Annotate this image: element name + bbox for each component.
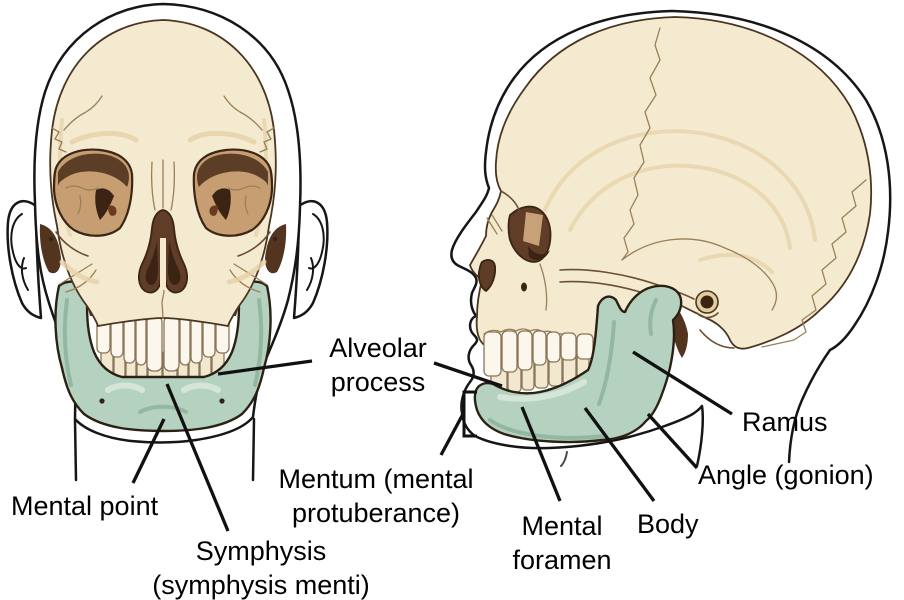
supraorbital-margin-line <box>500 190 520 211</box>
coronal-suture <box>621 27 661 261</box>
left-temporal-shadow <box>39 224 61 274</box>
right-brow-shade <box>187 130 257 145</box>
left-orbit <box>52 148 134 237</box>
infraorbital-foramen-dot <box>521 282 527 292</box>
leader-lines <box>131 350 733 532</box>
right-ear-inner-line <box>306 213 325 291</box>
mental-foramen-right-dot <box>219 398 225 404</box>
right-ramus-shade <box>253 298 264 387</box>
leader-mental-point <box>131 418 166 484</box>
leader-mental-foramen <box>520 406 562 502</box>
leader-alveolar-right <box>433 361 503 388</box>
right-cheek-shade <box>226 259 267 285</box>
nasal-bone-sutures <box>150 159 176 211</box>
label-ramus: Ramus <box>742 407 828 437</box>
chin-highlight-right <box>181 382 221 393</box>
right-temporal-shadow <box>265 224 287 274</box>
label-mental-foramen: Mental foramen <box>512 511 612 575</box>
lambdoid-suture <box>761 179 867 348</box>
cranium-front <box>49 19 277 327</box>
leader-ramus <box>632 350 733 416</box>
label-alveolar-process: Alveolar process <box>329 333 427 397</box>
zygomatic-arch-upper-line <box>559 268 695 300</box>
right-zygomatic-arch-line <box>237 231 271 257</box>
leader-body <box>583 407 656 502</box>
left-temple-suture <box>51 95 103 153</box>
right-temple-suture <box>223 95 275 153</box>
temporal-shade-arc-inner <box>568 163 792 250</box>
label-angle-gonion: Angle (gonion) <box>698 460 874 490</box>
leader-angle <box>646 412 699 470</box>
ramus-shade <box>597 320 616 406</box>
face-profile-outline <box>450 9 705 468</box>
right-zygomatic-foramen-dot <box>273 237 277 241</box>
label-mental-point: Mental point <box>11 491 159 521</box>
mandible-front-shape <box>54 280 272 433</box>
left-ear-inner-line <box>10 213 29 291</box>
zygomaticomaxillary-suture <box>539 263 548 311</box>
right-orbit <box>192 148 274 237</box>
mandible-lateral-shape <box>473 284 683 444</box>
squamosal-suture <box>621 238 778 311</box>
mandible-body-shade <box>488 418 606 440</box>
mandible-lateral <box>473 284 683 444</box>
nasal-aperture-lateral <box>477 259 497 292</box>
neck-line-left <box>73 418 78 482</box>
mandible-front <box>54 280 272 433</box>
label-body: Body <box>637 509 699 539</box>
chin-crease <box>138 404 188 414</box>
lateral-skull-view <box>450 9 892 468</box>
mastoid-outline <box>699 329 735 349</box>
left-ramus-shade <box>62 298 73 387</box>
back-head-outline <box>670 9 892 464</box>
condyle-neck-shade <box>648 298 658 336</box>
leader-symphysis <box>165 383 230 532</box>
left-zygomatic-foramen-dot <box>49 237 53 241</box>
neck-line-right <box>251 417 256 482</box>
nasal-aperture <box>138 209 188 294</box>
temporal-shade-arc-outer <box>543 129 817 242</box>
mental-foramen-left-dot <box>99 398 105 404</box>
leader-mentum <box>439 413 465 456</box>
left-cheek-shade <box>59 259 100 285</box>
mentum-bracket <box>462 390 477 438</box>
left-zygomatic-arch-line <box>55 231 89 257</box>
label-symphysis: Symphysis (symphysis menti) <box>152 536 370 600</box>
label-mentum: Mentum (mental protuberance) <box>278 464 474 528</box>
upper-teeth-front <box>96 315 230 372</box>
anterior-skull-view <box>6 2 329 482</box>
chin-highlight-left <box>105 382 145 393</box>
nasal-bone-lines <box>486 214 503 235</box>
leader-alveolar-left <box>217 359 313 376</box>
orbit-lateral <box>507 205 552 263</box>
left-brow-shade <box>69 130 139 145</box>
ear-canal <box>695 290 719 319</box>
mandible-body-highlight <box>497 379 587 402</box>
jaw-crease-line <box>560 451 568 467</box>
